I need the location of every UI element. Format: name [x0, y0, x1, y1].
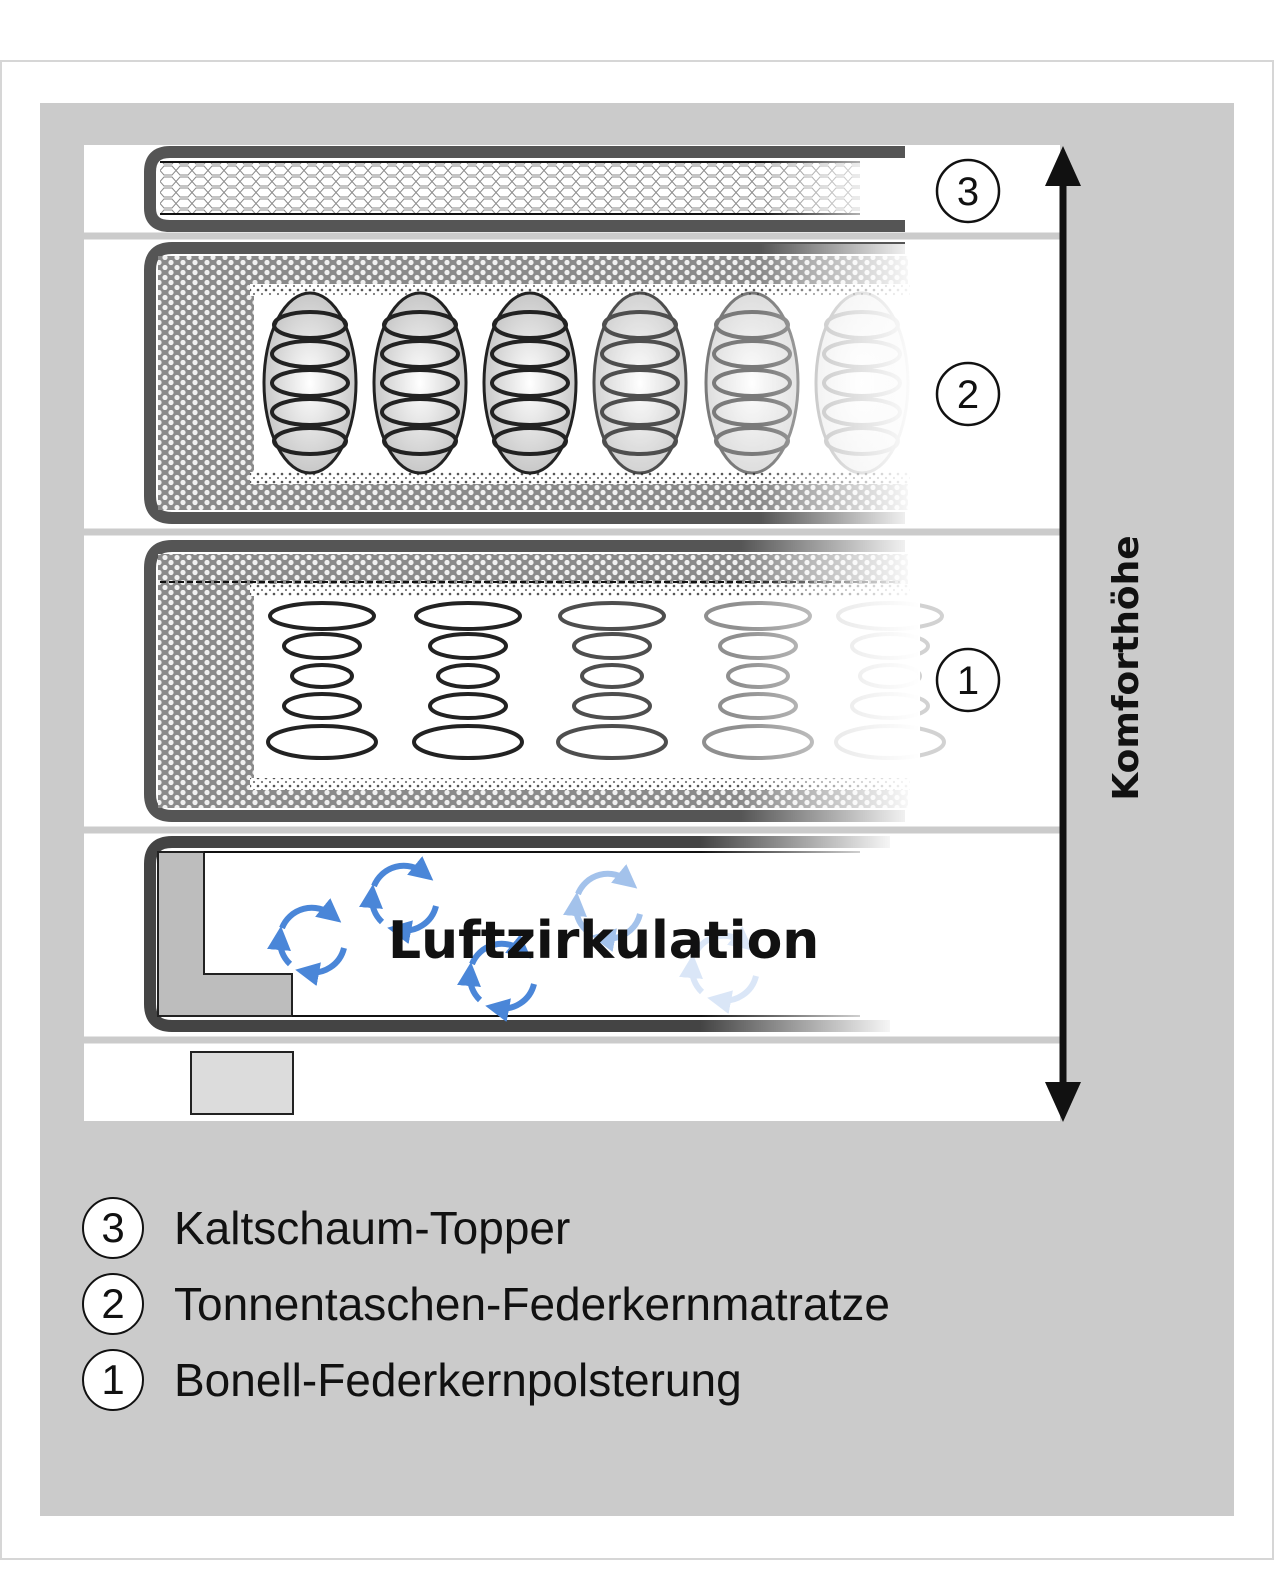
legend-label: Tonnentaschen-Federkernmatratze: [174, 1277, 890, 1331]
legend-number: 1: [82, 1349, 144, 1411]
legend: 3 Kaltschaum-Topper 2 Tonnentaschen-Fede…: [82, 1190, 1182, 1418]
legend-number: 2: [82, 1273, 144, 1335]
layer-marker-1: 1: [937, 649, 999, 711]
legend-number: 3: [82, 1197, 144, 1259]
legend-item-2: 2 Tonnentaschen-Federkernmatratze: [82, 1266, 1182, 1342]
legend-label: Bonell-Federkernpolsterung: [174, 1353, 742, 1407]
legend-label: Kaltschaum-Topper: [174, 1201, 570, 1255]
circulation-label: Luftzirkulation: [388, 911, 819, 971]
svg-text:2: 2: [957, 373, 979, 417]
layer-marker-3: 3: [937, 160, 999, 222]
legend-item-3: 3 Kaltschaum-Topper: [82, 1190, 1182, 1266]
axis-label: Komforthöhe: [1106, 535, 1147, 800]
topper-layer: [150, 152, 910, 226]
svg-text:1: 1: [957, 659, 979, 703]
bed-foot: [191, 1052, 293, 1114]
layer-marker-2: 2: [937, 363, 999, 425]
pocket-spring-layer: [150, 244, 920, 526]
bonell-spring-layer: [150, 540, 944, 824]
legend-item-1: 1 Bonell-Federkernpolsterung: [82, 1342, 1182, 1418]
svg-text:3: 3: [957, 170, 979, 214]
